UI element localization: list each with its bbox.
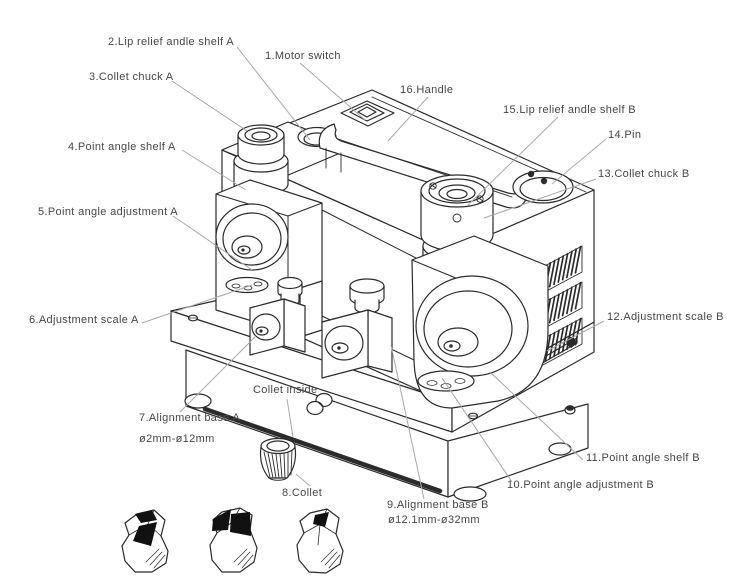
label-pin: 14.Pin [608,129,642,141]
label-alignment-base-b: 9.Alignment base B [387,499,489,511]
leader-adj-scale-b [546,320,605,352]
drill-bit-sketch [121,509,169,573]
leader-point-adj-a [172,215,253,271]
alignment-base-a-knob [277,276,303,307]
motor-switch-drawing [340,100,395,127]
leader-collet-chuck-a [171,80,248,132]
drill-bit-sketch [296,508,344,574]
point-angle-shelf-b-drawing [411,235,549,409]
collet-chuck-a-drawing [233,124,289,196]
collet-drawing [259,437,297,481]
leader-point-shelf-a [181,149,247,191]
label-point-angle-adjustment-b: 10.Point angle adjustment B [507,479,655,491]
leader-handle [387,96,429,142]
label-point-angle-shelf-b: 11.Point angle shelf B [586,452,700,464]
drawer-shadow-band [202,406,443,494]
leader-motor-switch [299,62,366,121]
label-lip-relief-shelf-b: 15.Lip relief andle shelf B [503,104,636,116]
alignment-base-a-drawing [249,276,323,356]
label-adjustment-scale-b: 12.Adjustment scale B [607,311,724,323]
pin-drawing [540,177,548,185]
label-collet-inside: Collet inside [253,384,318,396]
machine-foot [548,442,572,456]
machine-foot [453,486,487,502]
leader-lip-relief-a [236,46,311,141]
label-handle: 16.Handle [400,84,454,96]
point-angle-adjustment-b-drawing [417,370,475,392]
leader-point-adj-b [441,377,513,483]
leader-adj-scale-a [141,284,253,324]
label-lip-relief-shelf-a: 2.Lip relief andle shelf A [108,36,234,48]
label-adjustment-scale-a: 6.Adjustment scale A [29,314,139,326]
label-collet: 8.Collet [282,487,323,499]
leader-collet-chuck-b [483,178,597,219]
lip-relief-shelf-b-drawing [512,170,574,204]
leader-collet [295,473,311,487]
leader-collet-inside [286,398,294,438]
label-collet-chuck-b: 13.Collet chuck B [598,168,690,180]
leader-lip-relief-b [467,116,559,206]
pin-drawing [527,170,535,178]
pin-object-drawing [306,392,333,416]
label-collet-chuck-a: 3.Collet chuck A [89,71,174,83]
leader-lines [141,46,607,500]
drill-bit-sketch [209,507,258,573]
leader-align-base-b [390,344,425,500]
label-range-b: ø12.1mm-ø32mm [388,514,480,526]
machine-foot [184,393,212,409]
label-motor-switch: 1.Motor switch [265,50,341,62]
leader-point-shelf-b [489,371,584,461]
adjustment-scale-a-drawing [225,276,269,294]
alignment-base-b-knob [349,278,385,314]
label-point-angle-adjustment-a: 5.Point angle adjustment A [38,206,178,218]
alignment-base-b-drawing [321,278,393,379]
label-range-a: ø2mm-ø12mm [139,433,215,445]
leader-align-base-a [179,335,257,413]
leader-pin [551,138,607,185]
label-alignment-base-a: 7.Alignment base A [139,412,241,424]
label-point-angle-shelf-a: 4.Point angle shelf A [68,141,176,153]
